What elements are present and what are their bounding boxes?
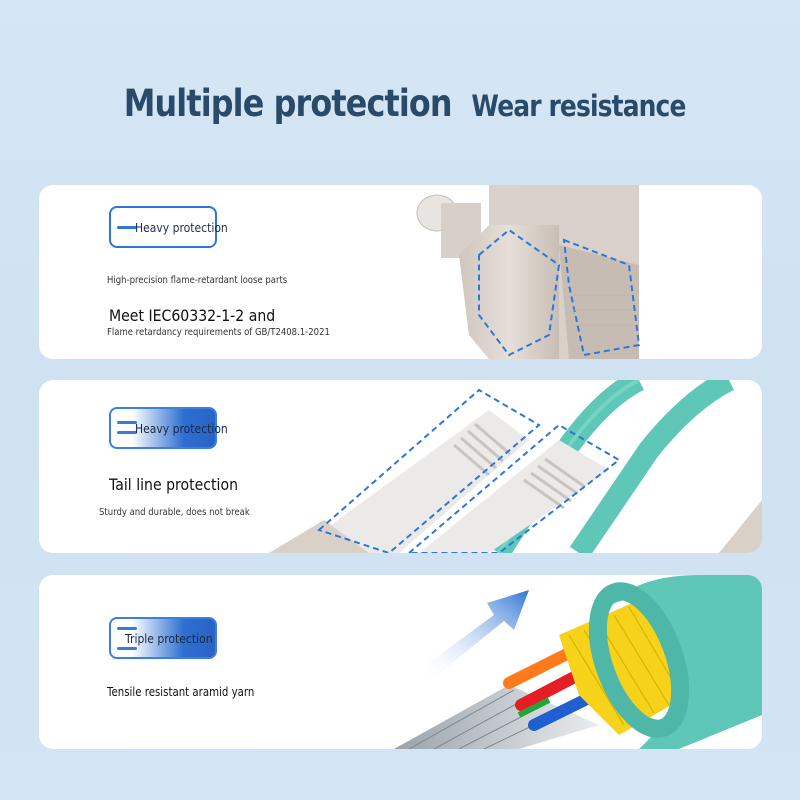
card-heading: Tail line protection xyxy=(109,475,239,494)
card-standard-text: Meet IEC60332-1-2 and xyxy=(109,306,276,325)
cable-cross-section-illustration xyxy=(394,575,762,749)
badge-stub-icon xyxy=(117,627,137,630)
badge-stub-icon xyxy=(117,647,137,650)
badge-heavy-protection: Heavy protection xyxy=(109,407,228,449)
badge-triple-protection: Triple protection xyxy=(109,617,217,659)
badge-label: Heavy protection xyxy=(135,221,228,235)
page-title: Multiple protection Wear resistance xyxy=(0,82,800,125)
feature-card-loose-parts: Heavy protection High-precision flame-re… xyxy=(39,185,762,359)
badge-stub-icon xyxy=(117,421,137,424)
feature-card-tail-line: Heavy protection Tail line protection St… xyxy=(39,380,762,553)
badge-stub-icon xyxy=(117,226,137,229)
card-heading: Tensile resistant aramid yarn xyxy=(107,685,255,699)
lc-connector-illustration xyxy=(416,185,641,359)
card-standard-detail: Flame retardancy requirements of GB/T240… xyxy=(107,327,330,338)
cable-boots-illustration xyxy=(269,380,762,553)
card-subtitle: High-precision flame-retardant loose par… xyxy=(107,275,288,286)
title-sub: Wear resistance xyxy=(471,89,687,123)
badge-label: Heavy protection xyxy=(135,422,228,436)
title-main: Multiple protection xyxy=(123,82,452,125)
badge-heavy-protection: Heavy protection xyxy=(109,206,228,248)
badge-label: Triple protection xyxy=(125,632,213,646)
feature-card-aramid-yarn: Triple protection Tensile resistant aram… xyxy=(39,575,762,749)
badge-stub-icon xyxy=(117,431,137,434)
card-subtitle: Sturdy and durable, does not break xyxy=(99,507,250,518)
